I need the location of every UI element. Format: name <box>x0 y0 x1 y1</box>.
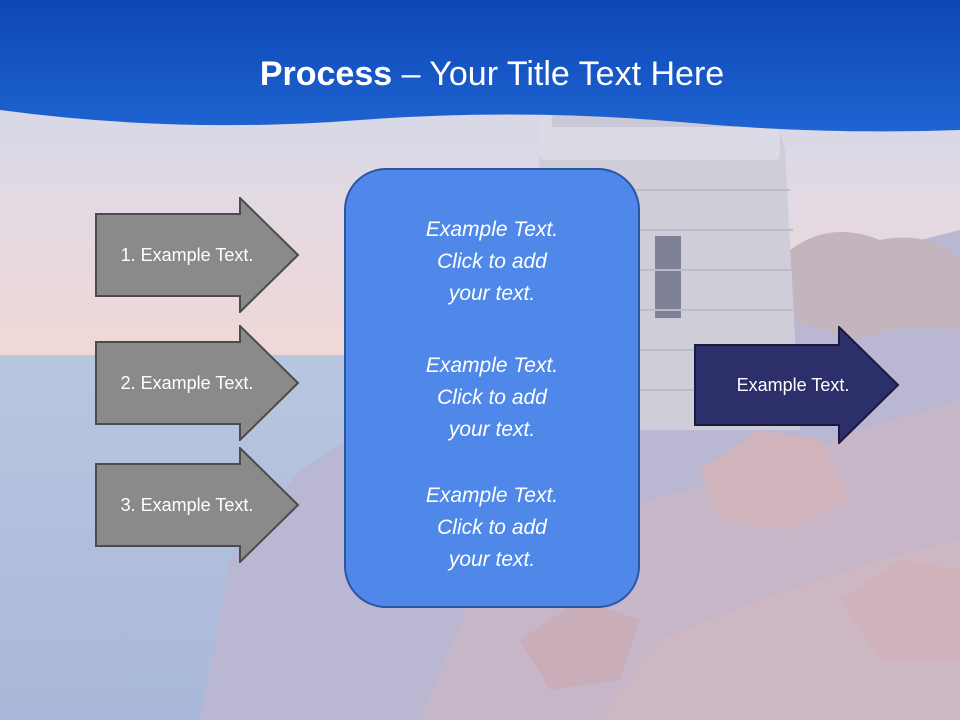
output-arrow-label: Example Text. <box>736 374 850 395</box>
input-arrow-label: 1. Example Text. <box>120 244 254 265</box>
slide-title: Process – Your Title Text Here <box>0 52 960 96</box>
input-arrow-1: 1. Example Text. <box>95 197 300 313</box>
output-arrow: Example Text. <box>694 326 900 444</box>
process-box: Example Text. Click to add your text. Ex… <box>344 168 640 608</box>
process-text-2: Example Text. Click to add your text. <box>425 354 559 441</box>
input-arrow-label: 3. Example Text. <box>120 494 254 515</box>
title-bold: Process <box>259 55 393 93</box>
input-arrow-3: 3. Example Text. <box>95 447 300 563</box>
process-text-3: Example Text. Click to add your text. <box>425 484 559 571</box>
process-text-1: Example Text. Click to add your text. <box>425 218 559 305</box>
input-arrow-label: 2. Example Text. <box>120 372 254 393</box>
input-arrow-2: 2. Example Text. <box>95 325 300 441</box>
title-rest: – Your Title Text Here <box>392 55 725 93</box>
